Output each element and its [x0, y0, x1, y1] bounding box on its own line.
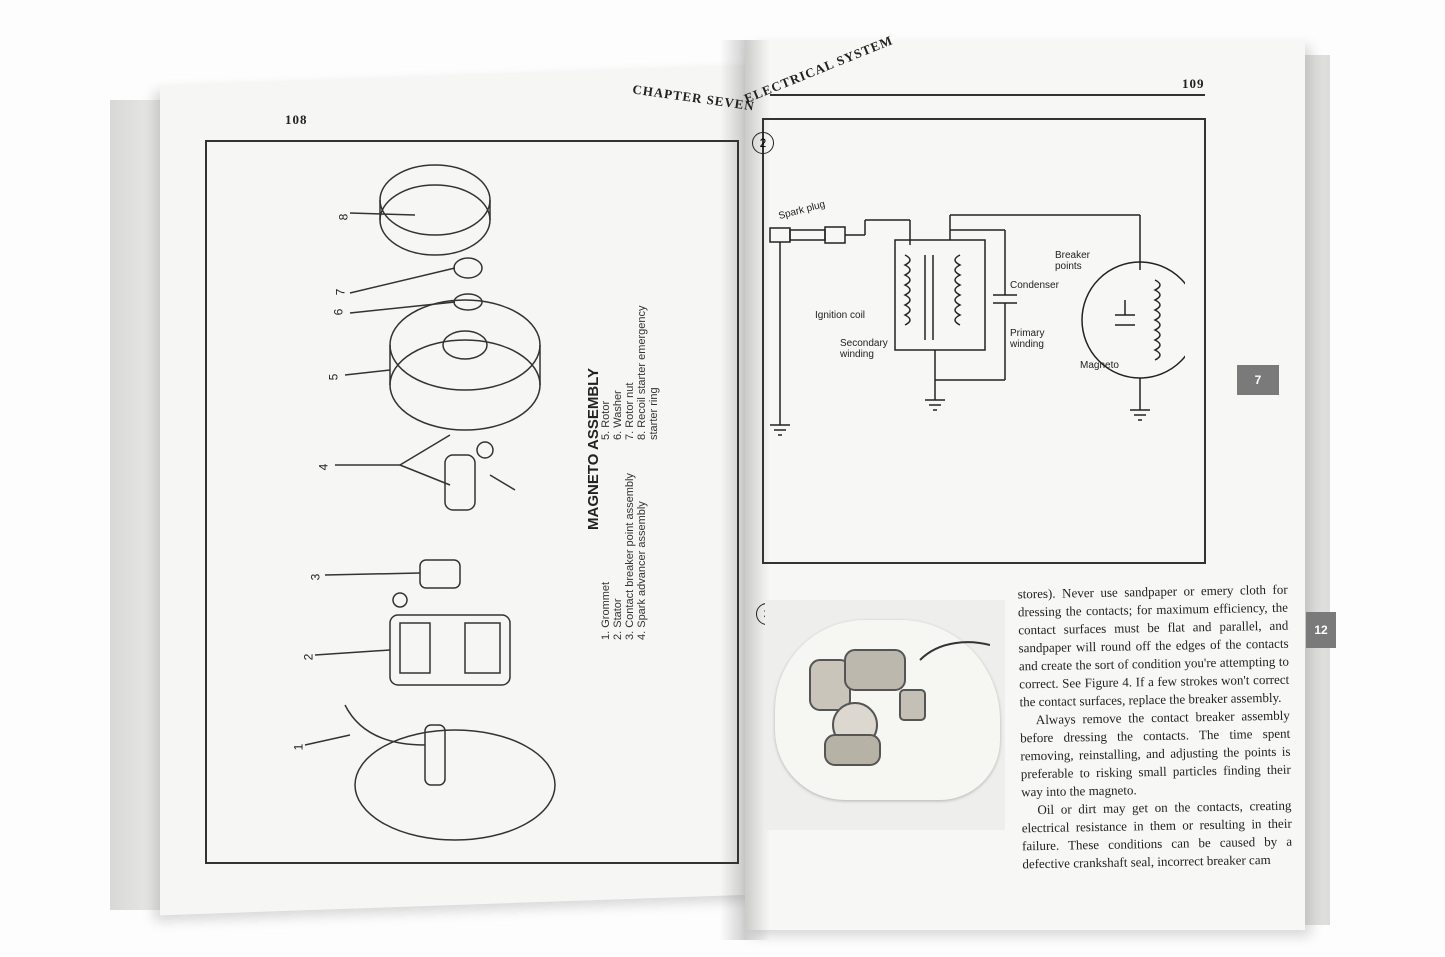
left-page-number: 108: [285, 112, 308, 127]
figure-2-number: 2: [752, 132, 774, 154]
legend-item-1: 1. Grommet: [600, 581, 612, 640]
legend-item-8-cont: starter ring: [648, 387, 660, 440]
book-gutter-shadow: [720, 40, 770, 940]
magneto-figure-frame: [205, 140, 739, 864]
legend-item-6: 6. Washer: [612, 390, 624, 440]
label-breaker-points: Breaker points: [1055, 250, 1091, 272]
callout-6: 6: [331, 308, 346, 316]
label-magneto: Magneto: [1080, 360, 1119, 371]
callout-5: 5: [326, 373, 341, 381]
legend-item-2: 2. Stator: [612, 598, 624, 640]
callout-4: 4: [316, 463, 331, 471]
body-paragraph-1: stores). Never use sandpaper or emery cl…: [1017, 581, 1290, 710]
stator-photo-detail: [809, 641, 990, 766]
legend-item-4: 4. Spark advancer assembly: [636, 501, 648, 640]
right-page-number: 109: [1182, 76, 1205, 91]
callout-3: 3: [308, 573, 323, 581]
label-primary-winding: Primary winding: [1010, 328, 1045, 350]
body-text: stores). Never use sandpaper or emery cl…: [1018, 581, 1293, 874]
ignition-circuit-diagram: [769, 214, 1185, 436]
thumb-tab-12: 12: [1306, 612, 1336, 648]
callout-8: 8: [336, 213, 351, 221]
magneto-assembly-title: MAGNETO ASSEMBLY: [585, 368, 602, 530]
callout-2: 2: [301, 653, 316, 661]
ignition-diagram-frame: [762, 118, 1206, 564]
magneto-exploded-drawing: [304, 164, 556, 841]
legend-item-7: 7. Rotor nut: [624, 382, 636, 440]
callout-7: 7: [333, 288, 348, 296]
label-secondary-winding: Secondary winding: [840, 338, 888, 360]
legend-item-3: 3. Contact breaker point assembly: [624, 473, 636, 640]
callout-1: 1: [291, 743, 306, 751]
label-ignition-coil: Ignition coil: [815, 310, 866, 321]
right-header-rule: [770, 94, 1205, 96]
body-paragraph-2: Always remove the contact breaker assemb…: [1020, 707, 1291, 800]
legend-item-5: 5. Rotor: [600, 400, 612, 440]
thumb-tab-7: 7: [1237, 365, 1279, 395]
label-condenser: Condenser: [1010, 280, 1059, 291]
legend-item-8: 8. Recoil starter emergency: [636, 305, 648, 441]
body-paragraph-3: Oil or dirt may get on the contacts, cre…: [1021, 797, 1293, 872]
